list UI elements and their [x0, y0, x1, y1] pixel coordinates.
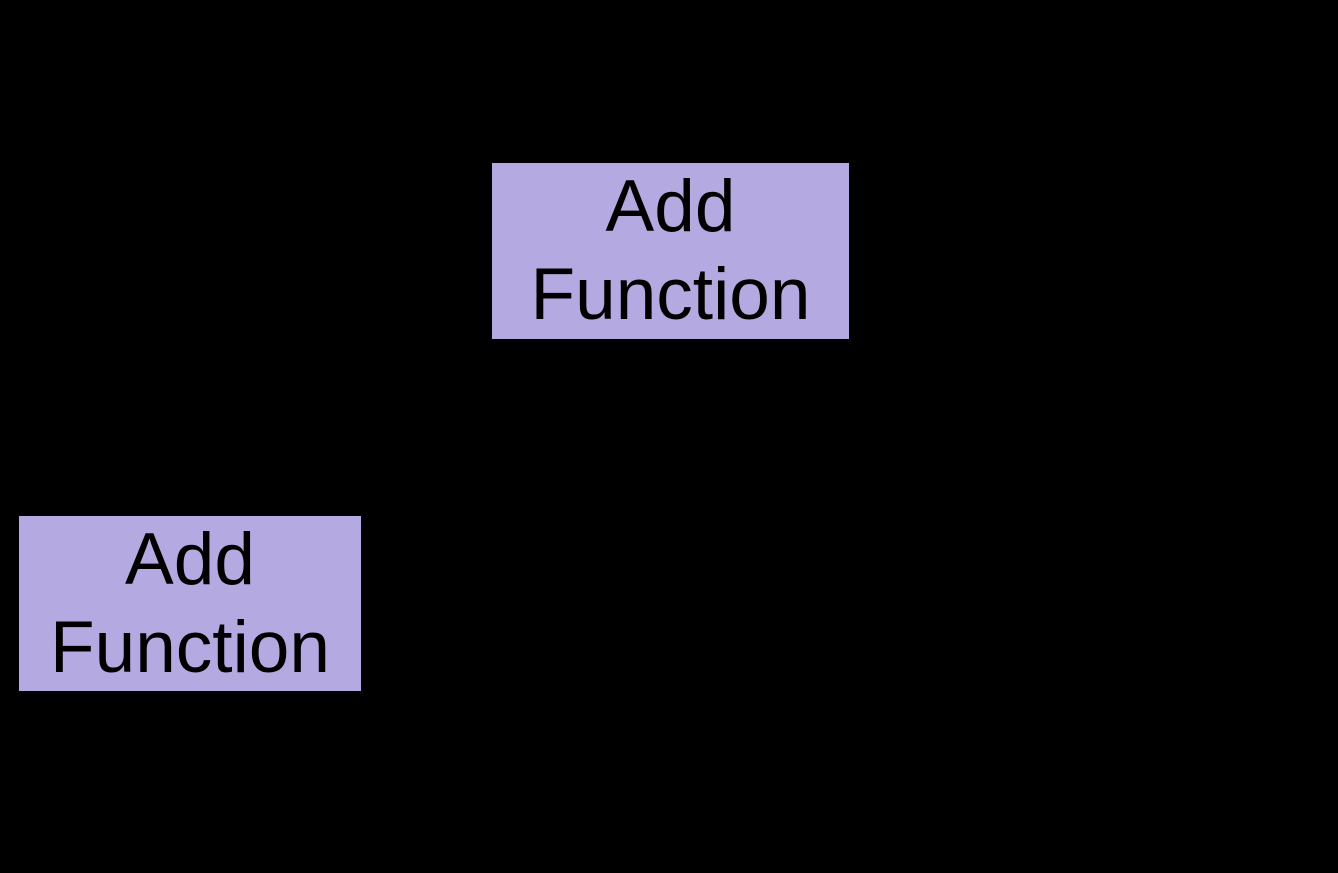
add-function-node-left-label: Add Function: [50, 518, 330, 688]
add-function-node-left[interactable]: Add Function: [19, 516, 361, 691]
add-function-node-top[interactable]: Add Function: [492, 163, 849, 339]
add-function-node-top-label: Add Function: [530, 166, 811, 335]
